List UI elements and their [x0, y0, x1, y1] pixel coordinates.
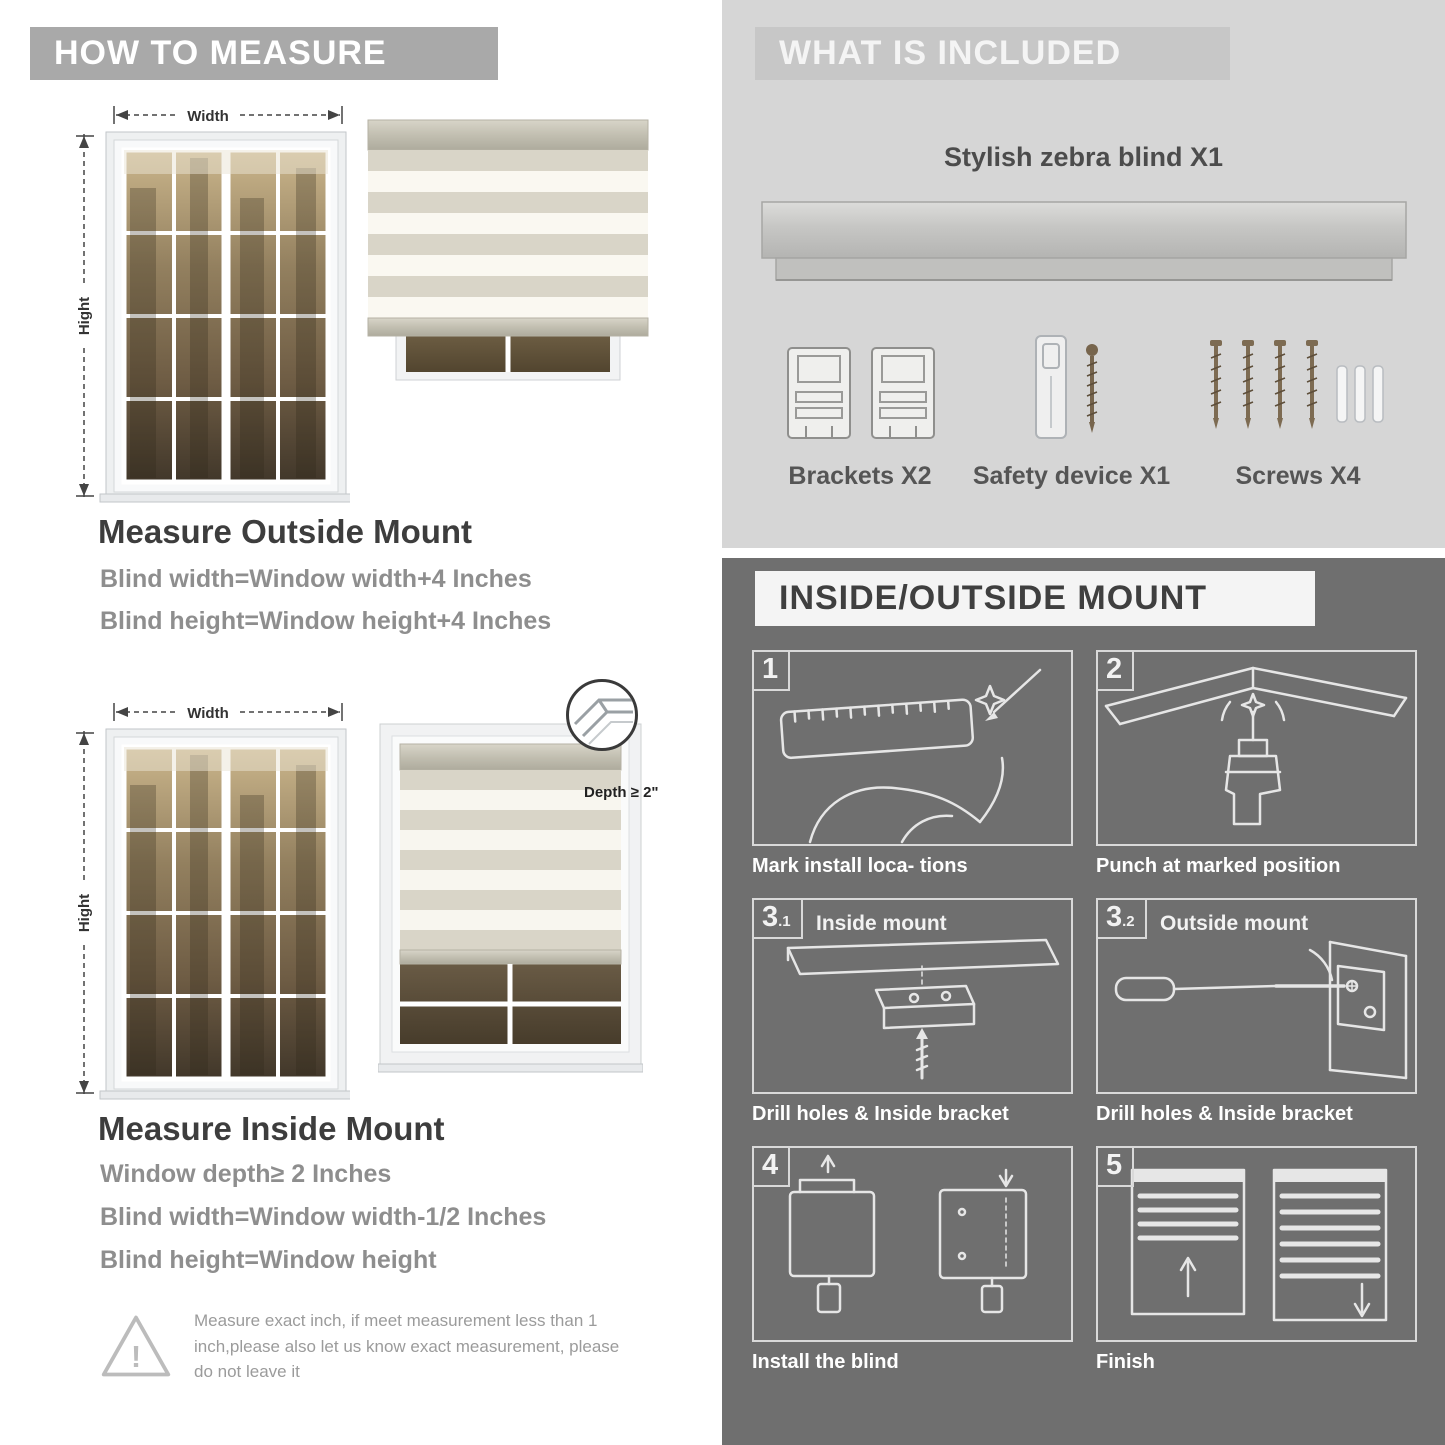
- outside-mount-blind-figure: [362, 118, 654, 386]
- step-number: 3.1: [754, 900, 803, 939]
- step-4-box: 4: [752, 1146, 1073, 1342]
- outside-mount-formula-height: Blind height=Window height+4 Inches: [100, 607, 552, 635]
- step-3-1: 3.1 Inside mount: [752, 898, 1073, 1126]
- step-5: 5: [1096, 1146, 1417, 1374]
- outside-mount-title: Measure Outside Mount: [98, 513, 473, 550]
- width-label: Width: [187, 705, 229, 722]
- inside-mount-title: Measure Inside Mount: [98, 1110, 445, 1147]
- step-2-box: 2: [1096, 650, 1417, 846]
- step-3-1-title: Inside mount: [816, 912, 947, 935]
- screws-item: Screws X4: [1203, 332, 1393, 491]
- inside-mount-formula-height: Blind height=Window height: [100, 1246, 437, 1274]
- screws-image: [1210, 340, 1384, 429]
- window-illustration: Width Hight: [76, 703, 350, 1100]
- step-number: 1: [754, 652, 791, 691]
- mount-steps-grid: 1: [752, 650, 1417, 1374]
- step-number: 3.2: [1098, 900, 1147, 939]
- warning-text: Measure exact inch, if meet measurement …: [194, 1311, 620, 1381]
- height-label: Hight: [76, 894, 93, 932]
- hardware-row: Brackets X2 Safety device X1: [722, 332, 1445, 491]
- mount-instructions-panel: INSIDE/OUTSIDE MOUNT 1: [722, 558, 1445, 1445]
- zebra-blind-illustration: [367, 119, 649, 381]
- safety-device-label: Safety device X1: [972, 462, 1171, 490]
- inside-mount-formula-width: Blind width=Window width-1/2 Inches: [100, 1203, 547, 1231]
- brackets-item: Brackets X2: [780, 344, 940, 491]
- outside-bracket-illustration: [1114, 940, 1408, 1080]
- step-2-caption: Punch at marked position: [1096, 855, 1341, 877]
- depth-detail-circle: [566, 679, 638, 751]
- drill-illustration: [1104, 666, 1408, 826]
- inside-mount-window-figure: Width Hight: [70, 695, 350, 1100]
- window-illustration: Width Hight: [76, 106, 350, 503]
- zebra-blind-cassette-image: [761, 201, 1407, 281]
- step-3-2-caption: Drill holes & Inside bracket: [1096, 1103, 1353, 1125]
- safety-device-item: Safety device X1: [973, 332, 1170, 491]
- what-is-included-header: WHAT IS INCLUDED: [755, 27, 1230, 80]
- step-5-caption: Finish: [1096, 1351, 1155, 1373]
- outside-mount-window-figure: Width Hight: [70, 98, 350, 503]
- what-is-included-panel: WHAT IS INCLUDED Stylish zebra blind X1: [722, 0, 1445, 548]
- outside-mount-formula-width: Blind width=Window width+4 Inches: [100, 565, 532, 593]
- inside-mount-blind-figure: [378, 722, 643, 1074]
- how-to-measure-panel: HOW TO MEASURE: [0, 0, 722, 1445]
- svg-text:!: !: [131, 1340, 141, 1374]
- inside-mount-depth-rule: Window depth≥ 2 Inches: [100, 1160, 392, 1188]
- window-corner-zoom-icon: [573, 698, 633, 745]
- width-label: Width: [187, 108, 229, 125]
- brackets-label: Brackets X2: [788, 462, 932, 490]
- step-1-caption: Mark install loca- tions: [752, 855, 968, 877]
- zebra-blind-label: Stylish zebra blind X1: [943, 142, 1224, 172]
- step-4: 4: [752, 1146, 1073, 1374]
- how-to-measure-header: HOW TO MEASURE: [30, 27, 498, 80]
- depth-requirement-label: Depth ≥ 2": [584, 784, 659, 801]
- step-3-2: 3.2 Outside mount: [1096, 898, 1417, 1126]
- step-1: 1: [752, 650, 1073, 878]
- step-3-2-box: 3.2 Outside mount: [1096, 898, 1417, 1094]
- step-1-box: 1: [752, 650, 1073, 846]
- zebra-blind-in-window-illustration: [378, 723, 643, 1073]
- screws-label: Screws X4: [1235, 462, 1361, 490]
- warning-icon: !: [101, 1315, 171, 1377]
- step-5-box: 5: [1096, 1146, 1417, 1342]
- mark-locations-illustration: [779, 668, 1042, 844]
- step-3-2-title: Outside mount: [1160, 912, 1309, 935]
- step-4-caption: Install the blind: [752, 1351, 899, 1373]
- step-3-1-caption: Drill holes & Inside bracket: [752, 1103, 1009, 1125]
- step-2: 2: [1096, 650, 1417, 878]
- install-blind-illustration: [788, 1154, 1028, 1314]
- step-3-1-box: 3.1 Inside mount: [752, 898, 1073, 1094]
- safety-device-image: [1034, 335, 1098, 439]
- finish-illustration: [1130, 1168, 1388, 1322]
- step-number: 4: [754, 1148, 791, 1187]
- brackets-image: [787, 347, 935, 439]
- warning-note: ! Measure exact inch, if meet measuremen…: [98, 1308, 643, 1385]
- height-label: Hight: [76, 297, 93, 335]
- mount-header: INSIDE/OUTSIDE MOUNT: [755, 571, 1315, 626]
- step-number: 5: [1098, 1148, 1135, 1187]
- inside-bracket-illustration: [786, 938, 1060, 1080]
- step-number: 2: [1098, 652, 1135, 691]
